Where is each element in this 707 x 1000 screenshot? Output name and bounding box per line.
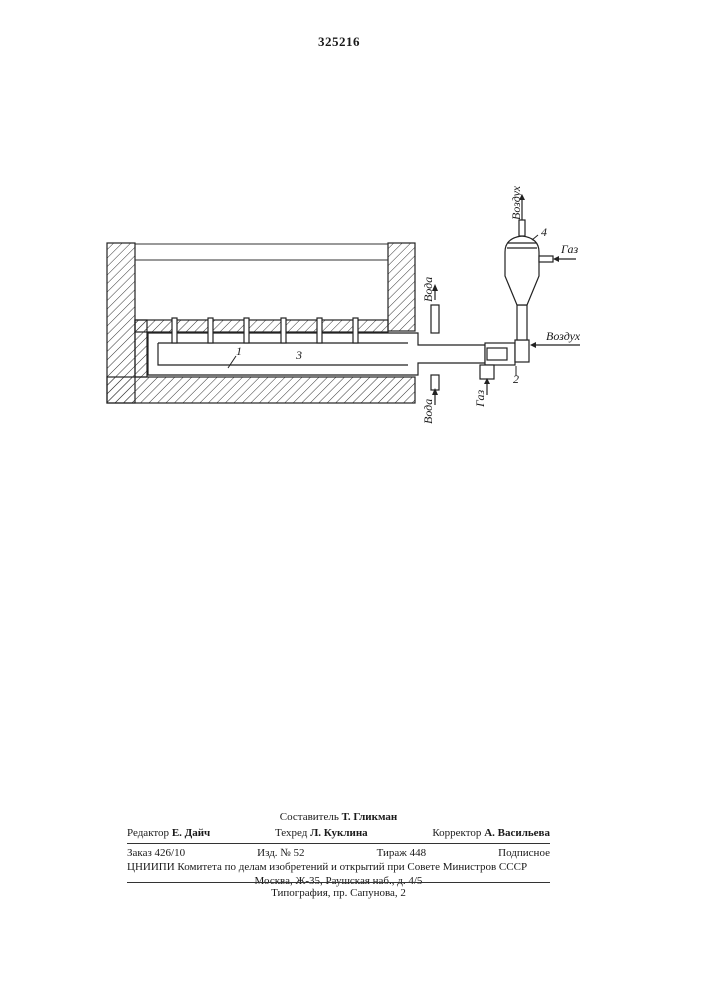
- circulation: Тираж 448: [377, 846, 427, 860]
- bath-surface: [135, 244, 388, 260]
- water-in-label: Вода: [421, 399, 435, 424]
- printer-line: Типография, пр. Сапунова, 2: [127, 886, 550, 900]
- ref-1-label: 1: [236, 344, 242, 358]
- ref-3-label: 3: [295, 348, 302, 362]
- tech-name: Л. Куклина: [310, 827, 368, 839]
- techred: Техред Л. Куклина: [275, 826, 368, 840]
- editor-role: Редактор: [127, 827, 169, 839]
- imprint-rule-bottom: [127, 882, 550, 883]
- corrector: Корректор А. Васильева: [432, 826, 550, 840]
- ref-4-label: 4: [541, 225, 547, 239]
- compiler-role: Составитель: [280, 811, 339, 823]
- edition-number: Изд. № 52: [257, 846, 304, 860]
- burner-mixer: [480, 340, 580, 395]
- order-number: Заказ 426/10: [127, 846, 185, 860]
- subscription: Подписное: [498, 846, 550, 860]
- editor-name: Е. Дайч: [172, 827, 210, 839]
- editor: Редактор Е. Дайч: [127, 826, 210, 840]
- air-top-label: Воздух: [509, 185, 523, 220]
- gas-upper-label: Газ: [560, 242, 579, 256]
- compiler-name: Т. Гликман: [342, 811, 398, 823]
- order-line: Заказ 426/10 Изд. № 52 Тираж 448 Подписн…: [127, 846, 550, 860]
- air-right-label: Воздух: [546, 329, 581, 343]
- furnace-walls: [107, 243, 415, 403]
- corrector-name: А. Васильева: [484, 827, 550, 839]
- ref-2-label: 2: [513, 372, 519, 386]
- compiler-line: Составитель Т. Гликман: [127, 810, 550, 824]
- staff-line: Редактор Е. Дайч Техред Л. Куклина Корре…: [127, 826, 550, 840]
- imprint-rule-top: [127, 843, 550, 844]
- water-out-label: Вода: [421, 277, 435, 302]
- gas-lower-label: Газ: [473, 389, 487, 408]
- institute-line: ЦНИИПИ Комитета по делам изобретений и о…: [127, 860, 550, 874]
- tech-role: Техред: [275, 827, 307, 839]
- corrector-role: Корректор: [432, 827, 481, 839]
